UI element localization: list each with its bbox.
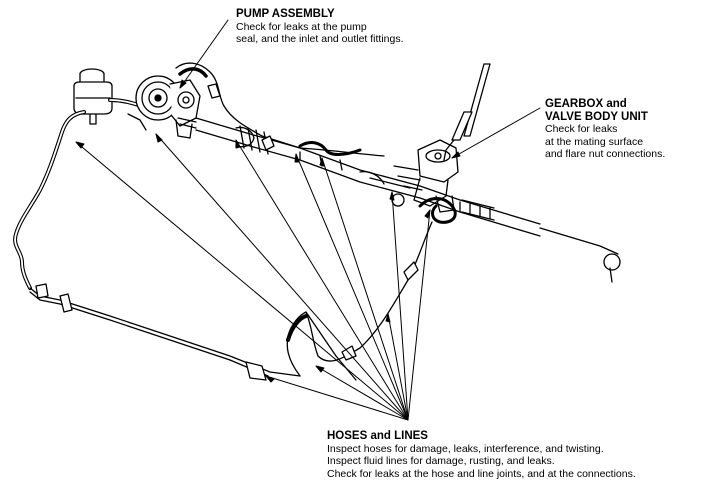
hoses-lines-callout: HOSES and LINES Inspect hoses for damage…: [327, 430, 636, 480]
gearbox-leader-line: [451, 107, 541, 159]
clamp-bottom: [245, 361, 267, 381]
cooler-line: [29, 287, 301, 377]
gearbox-callout: GEARBOX and VALVE BODY UNIT Check for le…: [545, 98, 665, 161]
hoses-leader-lines: [75, 133, 431, 421]
pump-assembly: [127, 75, 201, 139]
return-hose-mid: [286, 221, 433, 377]
gearbox-text-2: at the mating surface: [545, 135, 644, 148]
pump-assembly-text-1: Check for leaks at the pump: [236, 20, 367, 33]
pump-assembly-text-2: seal, and the inlet and outlet fittings.: [236, 33, 404, 45]
hoses-lines-text-3: Check for leaks at the hose and line joi…: [327, 467, 636, 480]
pressure-hose-mid: [305, 311, 357, 381]
pump-assembly-title: PUMP ASSEMBLY: [236, 8, 335, 20]
pump-leader-lines: [179, 19, 229, 89]
pump-assembly-callout: PUMP ASSEMBLY Check for leaks at the pum…: [236, 8, 404, 46]
gearbox-title-2: VALVE BODY UNIT: [545, 110, 648, 123]
return-hose-left: [13, 110, 86, 290]
hoses-lines-text-2: Inspect fluid lines for damage, rusting,…: [327, 455, 555, 467]
clamp-left: [35, 283, 49, 299]
hoses-lines-title: HOSES and LINES: [327, 430, 428, 442]
valve-body: [391, 139, 459, 213]
gearbox-hose-loop: [418, 197, 457, 224]
hoses-lines-text-1: Inspect hoses for damage, leaks, interfe…: [327, 442, 604, 455]
reservoir: [73, 68, 113, 125]
pressure-hose-top: [175, 62, 385, 157]
gearbox-title-1: GEARBOX and: [545, 98, 627, 110]
tie-rod-left: [177, 117, 197, 129]
gearbox-text-3: and flare nut connections.: [545, 148, 666, 160]
gearbox-text-1: Check for leaks: [545, 123, 618, 135]
clamp-left-2: [59, 293, 73, 313]
steering-shaft: [443, 63, 491, 161]
steering-rack: [195, 117, 621, 283]
